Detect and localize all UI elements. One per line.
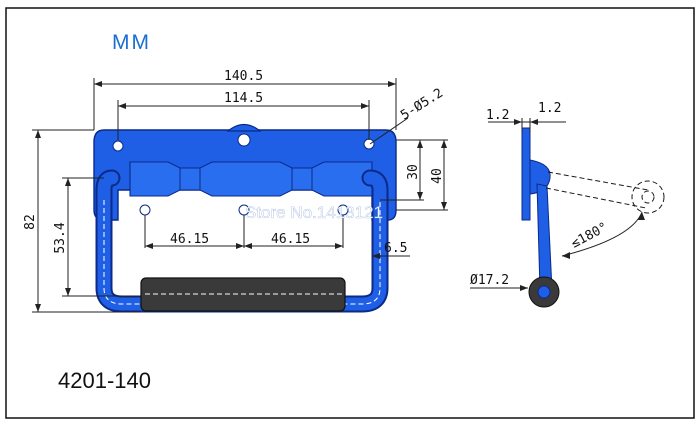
- rotation-arc: [561, 211, 643, 257]
- dim-thickness-right: 1.2: [538, 101, 561, 116]
- rotated-arm: [545, 171, 649, 209]
- dim-handle-height: 53.4: [53, 222, 68, 253]
- dim-overall-width: 140.5: [224, 69, 263, 84]
- dim-plate-outer: 40: [430, 168, 445, 184]
- unit-label: MM: [112, 31, 151, 54]
- side-plate: [521, 127, 531, 221]
- dim-pivot-dia: Ø17.2: [470, 273, 509, 288]
- dim-thickness-left: 1.2: [486, 108, 509, 123]
- dim-rod-dia: 6.5: [384, 241, 407, 256]
- front-dimensions: 140.5 114.5 5-Ø5.2 82 53.4 30: [23, 69, 448, 313]
- side-arm: [536, 183, 553, 291]
- drawing-frame: [5, 7, 695, 419]
- hole-top-left: [112, 140, 124, 152]
- dim-hole-spacing-right: 46.15: [271, 232, 310, 247]
- rotated-pivot-outer: [631, 180, 665, 214]
- dim-height: 82: [23, 214, 38, 230]
- center-tab: [226, 123, 262, 132]
- pivot-inner: [537, 285, 551, 299]
- dim-hole-span: 114.5: [224, 91, 263, 106]
- side-view: ≤180° 1.2 1.2 Ø17.2: [470, 101, 665, 308]
- dim-rotation: ≤180°: [569, 220, 611, 252]
- front-view: [93, 123, 397, 313]
- embossed-channel: [129, 161, 373, 197]
- part-number: 4201-140: [58, 368, 151, 393]
- hole-bottom-left: [139, 204, 151, 216]
- dim-plate-inner: 30: [406, 164, 421, 180]
- dim-holes: 5-Ø5.2: [398, 86, 446, 124]
- hole-top-center: [237, 133, 251, 147]
- rotated-pivot-inner: [641, 190, 655, 204]
- dim-hole-spacing-left: 46.15: [170, 232, 209, 247]
- store-watermark: Store No.1413121: [245, 203, 383, 222]
- hole-top-right: [363, 138, 375, 150]
